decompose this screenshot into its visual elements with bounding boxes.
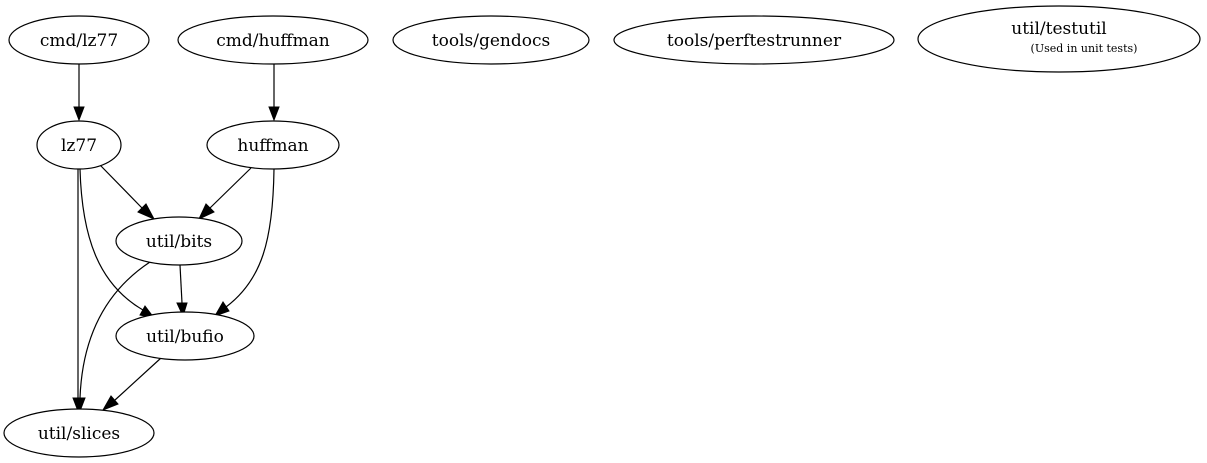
edge-cmd-lz77-to-lz77: [73, 64, 85, 122]
node-cmd-lz77: cmd/lz77: [8, 15, 150, 65]
node-util-bufio: util/bufio: [115, 311, 255, 361]
edge-cmd-huffman-to-huffman: [268, 64, 280, 122]
edge-util-bufio-to-util-slices: [101, 357, 162, 411]
edge-lz77-to-util-bits: [99, 164, 156, 221]
edge-huffman-to-util-bits: [197, 167, 252, 221]
node-cmd-huffman: cmd/huffman: [177, 15, 369, 65]
node-lz77: lz77: [36, 120, 122, 170]
node-label: cmd/lz77: [40, 31, 118, 51]
node-util-slices: util/slices: [3, 408, 155, 458]
node-label: tools/gendocs: [432, 31, 550, 51]
node-label: huffman: [237, 136, 308, 156]
node-label: tools/perftestrunner: [667, 31, 842, 51]
node-label: lz77: [61, 136, 97, 156]
node-tools-gendocs: tools/gendocs: [392, 15, 590, 65]
node-util-bits: util/bits: [115, 216, 243, 266]
node-label: cmd/huffman: [216, 31, 329, 51]
node-note: (Used in unit tests): [1031, 42, 1138, 55]
node-label: util/testutil: [1011, 19, 1106, 39]
node-huffman: huffman: [206, 120, 340, 170]
node-label: util/bits: [146, 232, 212, 252]
node-label: util/slices: [38, 424, 120, 444]
node-label: util/bufio: [146, 327, 224, 347]
node-tools-perftestrunner: tools/perftestrunner: [613, 15, 895, 65]
node-util-testutil: util/testutil (Used in unit tests): [917, 5, 1201, 73]
edge-util-bits-to-util-slices: [74, 261, 151, 413]
edge-util-bits-to-util-bufio: [176, 264, 188, 318]
edge-huffman-to-util-bufio: [213, 168, 275, 317]
